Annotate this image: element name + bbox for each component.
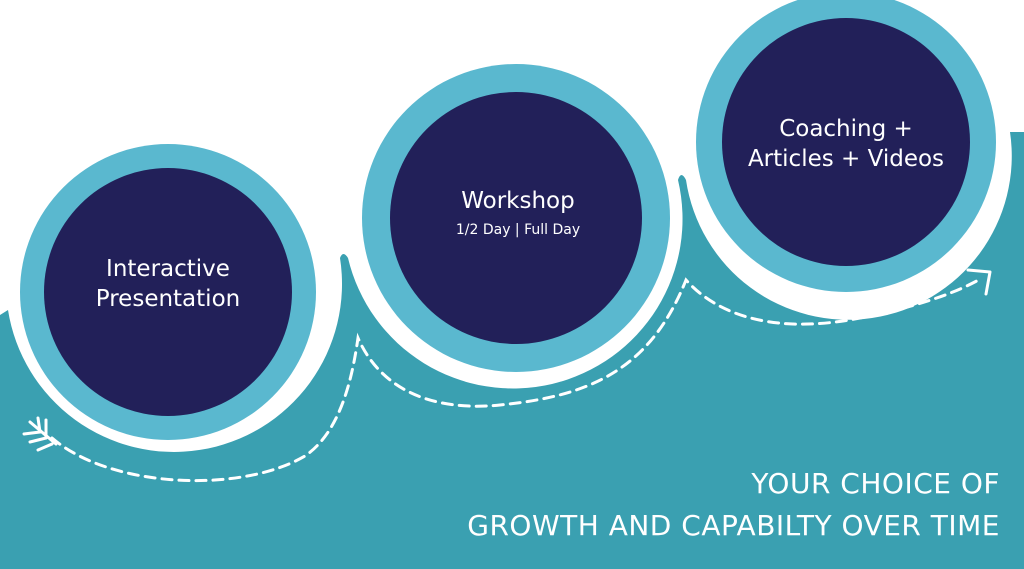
step-circle-1 [44, 168, 292, 416]
dashed-progress-path [50, 276, 984, 483]
caption: YOUR CHOICE OF GROWTH AND CAPABILTY OVER… [467, 463, 1000, 547]
arrow-fletching-icon [22, 416, 58, 452]
wave-background [0, 132, 1024, 569]
step-3-title: Coaching + Articles + Videos [747, 116, 945, 172]
caption-line-2: GROWTH AND CAPABILTY OVER TIME [467, 509, 1000, 542]
step-2-title: Workshop [461, 188, 575, 214]
step-1-title: Interactive Presentation [95, 256, 241, 312]
step-2-subtitle: 1/2 Day | Full Day [455, 222, 581, 238]
arrow-head-icon [966, 268, 992, 296]
step-circle-3 [722, 18, 970, 266]
step-circle-2 [390, 92, 642, 344]
caption-line-1: YOUR CHOICE OF [751, 467, 1000, 500]
step-label-interactive-presentation: Interactive Presentation [48, 254, 288, 314]
step-label-coaching: Coaching + Articles + Videos [716, 114, 976, 174]
step-label-workshop: Workshop 1/2 Day | Full Day [380, 186, 656, 240]
